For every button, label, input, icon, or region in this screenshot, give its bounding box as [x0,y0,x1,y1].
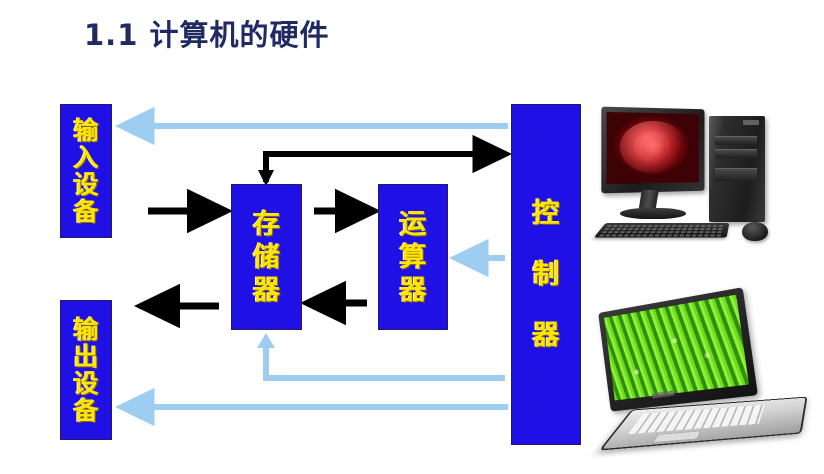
monitor-screen-wallpaper [606,111,699,184]
box-char: 存 [253,208,280,240]
laptop-screen-wallpaper [604,294,749,401]
diagram-box-storage[interactable]: 存 储 器 [231,184,302,330]
laptop-touchpad-icon [652,430,702,443]
box-char: 设 [73,369,99,398]
box-char: 算 [399,241,427,273]
box-char: 入 [73,143,99,172]
box-char: 运 [399,208,427,240]
arrow-control-to-storage [257,333,505,381]
box-char: 器 [253,274,280,306]
box-char: 储 [253,241,280,273]
monitor-base-icon [620,208,686,219]
box-char: 备 [73,197,99,226]
box-char: 设 [73,170,99,199]
monitor-icon [601,106,705,194]
laptop-lid-icon [598,287,758,412]
box-char: 器 [399,274,427,306]
box-char: 制 [532,259,560,290]
box-char: 备 [73,396,99,425]
arrow-storage-to-control [258,134,513,186]
desktop-computer-photo [593,100,818,250]
mouse-icon [742,222,768,241]
box-char: 输 [73,116,99,145]
laptop-keyboard-icon [627,404,765,435]
box-char: 输 [73,315,99,344]
box-char: 出 [73,342,99,371]
page-title: 1.1 计算机的硬件 [84,18,330,52]
laptop-computer-photo [596,287,820,468]
diagram-box-input-device[interactable]: 输 入 设 备 [60,104,112,238]
diagram-box-output-device[interactable]: 输 出 设 备 [60,300,112,440]
keyboard-icon [593,222,730,238]
box-char: 控 [532,198,560,229]
box-char: 器 [532,320,560,351]
diagram-box-controller[interactable]: 控 制 器 [511,104,581,445]
tower-case-icon [709,116,765,222]
diagram-box-arithmetic-unit[interactable]: 运 算 器 [378,184,448,330]
